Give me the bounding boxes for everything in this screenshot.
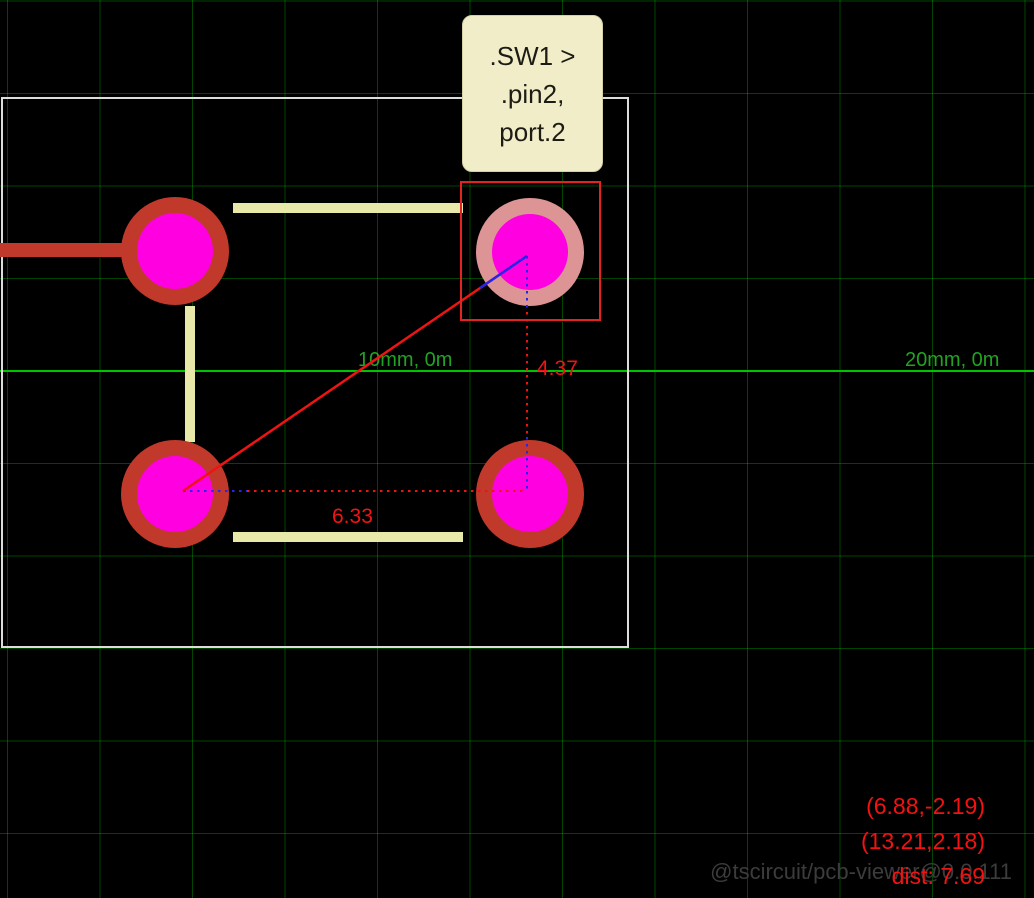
vertical-distance-label: 4.37 — [537, 357, 578, 380]
pad-top-left-hole — [137, 213, 213, 289]
tooltip-line-1: .SW1 > — [489, 40, 576, 71]
readout-point-b: (13.21,2.18) — [860, 828, 985, 854]
tooltip-line-3: port.2 — [499, 116, 566, 147]
grid-label-20mm: 20mm, 0m — [905, 349, 1000, 371]
trace-left-vertical[interactable] — [185, 306, 195, 442]
trace-bottom[interactable] — [233, 532, 463, 542]
pad-bottom-left[interactable] — [121, 440, 229, 548]
trace-top[interactable] — [233, 203, 463, 213]
pad-bottom-left-hole — [137, 456, 213, 532]
horizontal-distance-label: 6.33 — [332, 505, 373, 528]
component-outline — [1, 97, 629, 648]
watermark: @tscircuit/pcb-viewer@0.0.111 — [710, 859, 1012, 884]
pad-bottom-right-hole — [492, 456, 568, 532]
readout-distance: dist: 7.69 — [891, 863, 985, 889]
measurement-readout: (6.88,-2.19) (13.21,2.18) dist: 7.69 — [861, 789, 985, 894]
pad-bottom-right[interactable] — [476, 440, 584, 548]
tooltip-line-2: .pin2, — [500, 78, 565, 109]
readout-point-a: (6.88,-2.19) — [866, 793, 985, 819]
pad-top-left[interactable] — [121, 197, 229, 305]
pad-selection-rect — [460, 181, 601, 321]
pad-tooltip: .SW1 > .pin2, port.2 — [462, 15, 603, 172]
trace-red-left[interactable] — [0, 243, 124, 257]
